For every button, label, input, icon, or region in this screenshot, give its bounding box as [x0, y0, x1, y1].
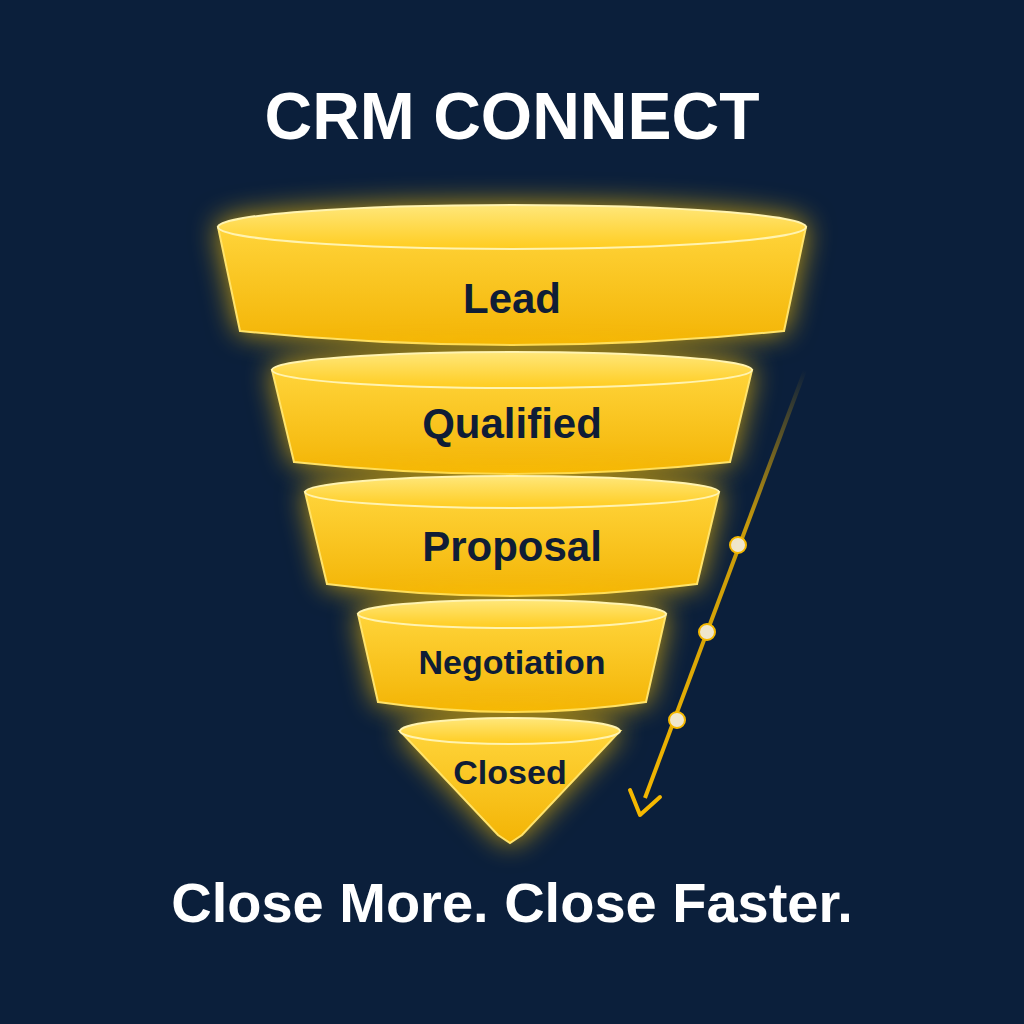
funnel-stage: Qualified: [272, 352, 752, 474]
funnel-stage: Negotiation: [358, 600, 666, 712]
band-rim: [218, 205, 806, 249]
step-dot: [699, 624, 715, 640]
band-rim: [400, 718, 620, 744]
band-rim: [358, 600, 666, 628]
stage-label: Closed: [400, 753, 620, 792]
band-body: [400, 731, 620, 843]
band-rim: [272, 352, 752, 388]
stage-label: Proposal: [305, 523, 719, 571]
funnel-stage: Lead: [218, 205, 806, 345]
band-rim: [305, 476, 719, 508]
arrow-head: [630, 790, 660, 815]
funnel-stage: Closed: [400, 718, 620, 843]
funnel-stage: Proposal: [305, 476, 719, 596]
stage-label: Negotiation: [358, 643, 666, 682]
stage-label: Qualified: [272, 400, 752, 448]
step-dot: [669, 712, 685, 728]
title: CRM CONNECT: [0, 80, 1024, 153]
stage-label: Lead: [218, 275, 806, 323]
step-dot: [730, 537, 746, 553]
tagline: Close More. Close Faster.: [0, 872, 1024, 934]
